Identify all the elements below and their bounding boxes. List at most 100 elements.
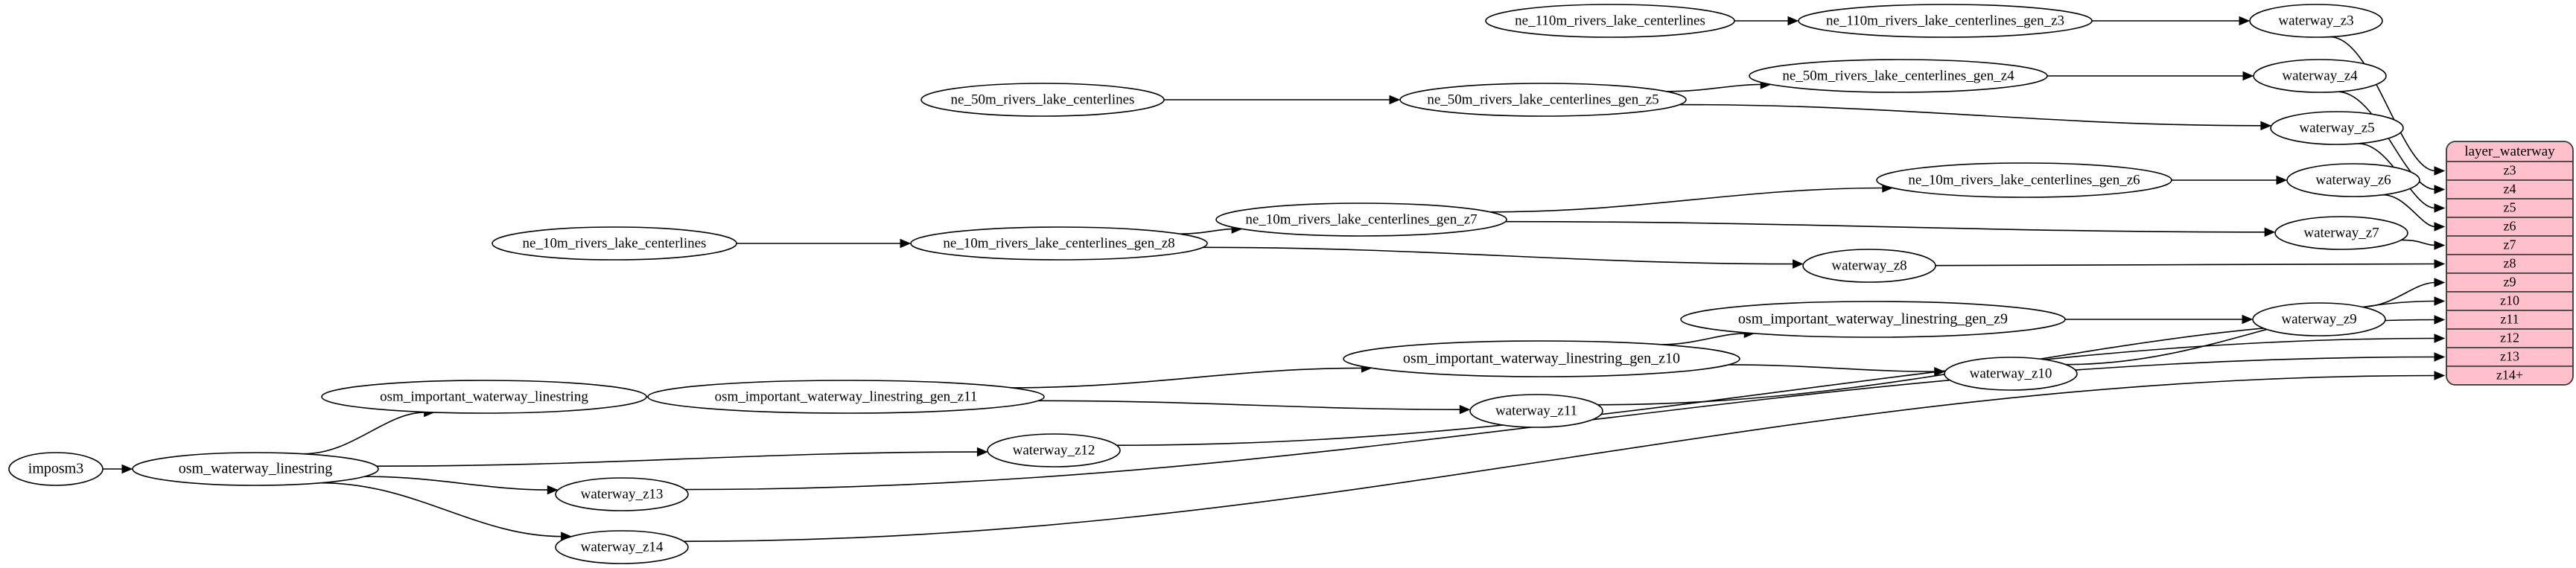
node-osm_important_waterway_linestring_gen_z9[interactable]: osm_important_waterway_linestring_gen_z9	[1680, 301, 2066, 338]
edge-arrowhead	[900, 238, 912, 249]
node-ellipse-ne_50m_rivers_lake_centerlines_gen_z5	[1399, 83, 1687, 117]
edge-ne_50m_rivers_lake_centerlines_gen_z5--to--waterway_z5	[1679, 103, 2262, 127]
edge-arrowhead	[2239, 16, 2251, 26]
node-waterway_z11[interactable]: waterway_z11	[1469, 394, 1603, 428]
edge-arrowhead	[2434, 296, 2446, 306]
node-ne_10m_rivers_lake_centerlines_gen_z8[interactable]: ne_10m_rivers_lake_centerlines_gen_z8	[910, 226, 1208, 261]
node-ellipse-waterway_z8	[1802, 249, 1936, 283]
node-ne_10m_rivers_lake_centerlines[interactable]: ne_10m_rivers_lake_centerlines	[492, 226, 737, 261]
node-ne_50m_rivers_lake_centerlines[interactable]: ne_50m_rivers_lake_centerlines	[920, 83, 1165, 117]
edge-arrowhead	[2434, 371, 2446, 380]
layer-waterway-table: layer_waterwayz3z4z5z6z7z8z9z10z11z12z13…	[2446, 141, 2574, 386]
node-ne_10m_rivers_lake_centerlines_gen_z6[interactable]: ne_10m_rivers_lake_centerlines_gen_z6	[1876, 162, 2172, 198]
table-row-z8[interactable]	[2446, 254, 2573, 274]
node-waterway_z4[interactable]: waterway_z4	[2253, 59, 2387, 93]
node-osm_waterway_linestring[interactable]: osm_waterway_linestring	[132, 452, 379, 486]
node-ellipse-osm_important_waterway_linestring_gen_z11	[647, 380, 1045, 414]
edge-osm_waterway_linestring--to--osm_important_waterway_linestring	[303, 412, 425, 455]
edge-arrowhead	[2242, 314, 2254, 325]
edge-waterway_z7--to--layer_waterway-z7	[2401, 239, 2436, 246]
node-osm_important_waterway_linestring_gen_z10[interactable]: osm_important_waterway_linestring_gen_z1…	[1343, 340, 1740, 377]
edge-arrowhead	[2260, 121, 2272, 131]
table-header-cell	[2446, 141, 2573, 162]
node-ellipse-osm_important_waterway_linestring_gen_z10	[1343, 340, 1740, 377]
node-ne_50m_rivers_lake_centerlines_gen_z4[interactable]: ne_50m_rivers_lake_centerlines_gen_z4	[1749, 59, 2048, 93]
nodes-layer: imposm3 osm_waterway_linestring osm_import…	[8, 4, 2420, 564]
node-ellipse-waterway_z11	[1469, 394, 1603, 428]
edge-arrowhead	[1389, 95, 1401, 105]
table-row-z7[interactable]	[2446, 235, 2573, 255]
node-ellipse-ne_50m_rivers_lake_centerlines_gen_z4	[1749, 59, 2048, 93]
table-outline	[2446, 141, 2574, 386]
edge-waterway_z8--to--layer_waterway-z8	[1935, 263, 2436, 267]
node-ellipse-osm_waterway_linestring	[132, 452, 379, 486]
edge-osm_important_waterway_linestring_gen_z11--to--waterway_z11	[1038, 400, 1461, 410]
edge-arrowhead	[121, 464, 133, 474]
edge-osm_important_waterway_linestring_gen_z10--to--osm_important_waterway_linestring_gen_z9	[1661, 333, 1746, 345]
table-row-z3[interactable]	[2446, 161, 2573, 181]
table-row-z12[interactable]	[2446, 328, 2573, 348]
edge-arrowhead	[2264, 227, 2276, 237]
edge-waterway_z4--to--layer_waterway-z4	[2337, 91, 2436, 191]
node-imposm3[interactable]: imposm3	[8, 452, 104, 486]
edge-arrowhead	[2434, 185, 2446, 194]
table-row-z10[interactable]	[2446, 291, 2573, 311]
table-row-z11[interactable]	[2446, 310, 2573, 330]
edge-arrowhead	[2434, 352, 2446, 362]
node-ne_110m_rivers_lake_centerlines_gen_z3[interactable]: ne_110m_rivers_lake_centerlines_gen_z3	[1798, 4, 2093, 38]
node-waterway_z7[interactable]: waterway_z7	[2274, 216, 2408, 250]
edge-arrowhead	[2434, 259, 2446, 269]
edge-waterway_z3--to--layer_waterway-z3	[2329, 36, 2436, 172]
node-ellipse-waterway_z3	[2249, 4, 2383, 38]
edge-ne_10m_rivers_lake_centerlines_gen_z8--to--waterway_z8	[1203, 246, 1794, 265]
node-waterway_z12[interactable]: waterway_z12	[987, 433, 1121, 468]
edge-ne_10m_rivers_lake_centerlines_gen_z8--to--ne_10m_rivers_lake_centerlines_gen_z7	[1180, 228, 1233, 235]
edge-waterway_z6--to--layer_waterway-z6	[2382, 194, 2436, 228]
node-waterway_z13[interactable]: waterway_z13	[555, 477, 689, 511]
node-ne_110m_rivers_lake_centerlines[interactable]: ne_110m_rivers_lake_centerlines	[1485, 4, 1735, 38]
node-ellipse-waterway_z10	[1944, 357, 2078, 391]
node-ellipse-waterway_z4	[2253, 59, 2387, 93]
edge-arrowhead	[2434, 166, 2446, 176]
edge-arrowhead	[2434, 315, 2446, 325]
node-ellipse-imposm3	[8, 452, 104, 486]
node-ellipse-ne_10m_rivers_lake_centerlines_gen_z8	[910, 226, 1208, 261]
edge-osm_waterway_linestring--to--waterway_z13	[364, 476, 549, 491]
node-ellipse-waterway_z12	[987, 433, 1121, 468]
node-ellipse-ne_10m_rivers_lake_centerlines_gen_z7	[1215, 202, 1507, 237]
node-ellipse-ne_110m_rivers_lake_centerlines_gen_z3	[1798, 4, 2093, 38]
table-row-z14p[interactable]	[2446, 366, 2573, 385]
edge-ne_10m_rivers_lake_centerlines_gen_z7--to--ne_10m_rivers_lake_centerlines_gen_z6	[1489, 187, 1883, 213]
node-ne_50m_rivers_lake_centerlines_gen_z5[interactable]: ne_50m_rivers_lake_centerlines_gen_z5	[1399, 83, 1687, 117]
node-ellipse-waterway_z5	[2270, 111, 2404, 145]
node-ellipse-ne_110m_rivers_lake_centerlines	[1485, 4, 1735, 38]
edge-ne_10m_rivers_lake_centerlines_gen_z7--to--waterway_z7	[1505, 220, 2266, 233]
node-waterway_z14[interactable]: waterway_z14	[555, 530, 689, 564]
edge-arrowhead	[1787, 16, 1799, 26]
edge-osm_important_waterway_linestring_gen_z11--to--osm_important_waterway_linestring_gen_z10	[1011, 367, 1363, 389]
node-waterway_z5[interactable]: waterway_z5	[2270, 111, 2404, 145]
edge-waterway_z10--to--layer_waterway-z10	[2065, 300, 2436, 366]
node-ellipse-ne_50m_rivers_lake_centerlines	[920, 83, 1165, 117]
node-ellipse-waterway_z14	[555, 530, 689, 564]
node-waterway_z8[interactable]: waterway_z8	[1802, 249, 1936, 283]
node-ne_10m_rivers_lake_centerlines_gen_z7[interactable]: ne_10m_rivers_lake_centerlines_gen_z7	[1215, 202, 1507, 237]
node-ellipse-osm_important_waterway_linestring_gen_z9	[1680, 301, 2066, 338]
edge-arrowhead	[1459, 404, 1471, 415]
edge-osm_waterway_linestring--to--waterway_z14	[320, 482, 562, 537]
table-row-z9[interactable]	[2446, 272, 2573, 293]
node-waterway_z3[interactable]: waterway_z3	[2249, 4, 2383, 38]
edge-waterway_z12--to--layer_waterway-z12	[1116, 337, 2436, 446]
node-waterway_z10[interactable]: waterway_z10	[1944, 357, 2078, 391]
node-waterway_z6[interactable]: waterway_z6	[2286, 163, 2420, 197]
node-waterway_z9[interactable]: waterway_z9	[2252, 302, 2386, 336]
table-row-z13[interactable]	[2446, 347, 2573, 367]
table-row-z4[interactable]	[2446, 179, 2573, 200]
edge-waterway_z14--to--layer_waterway-z14p	[684, 374, 2436, 542]
table-row-z6[interactable]	[2446, 217, 2573, 237]
node-osm_important_waterway_linestring[interactable]: osm_important_waterway_linestring	[321, 380, 647, 414]
node-osm_important_waterway_linestring_gen_z11[interactable]: osm_important_waterway_linestring_gen_z1…	[647, 380, 1045, 414]
table-row-z5[interactable]	[2446, 198, 2573, 218]
